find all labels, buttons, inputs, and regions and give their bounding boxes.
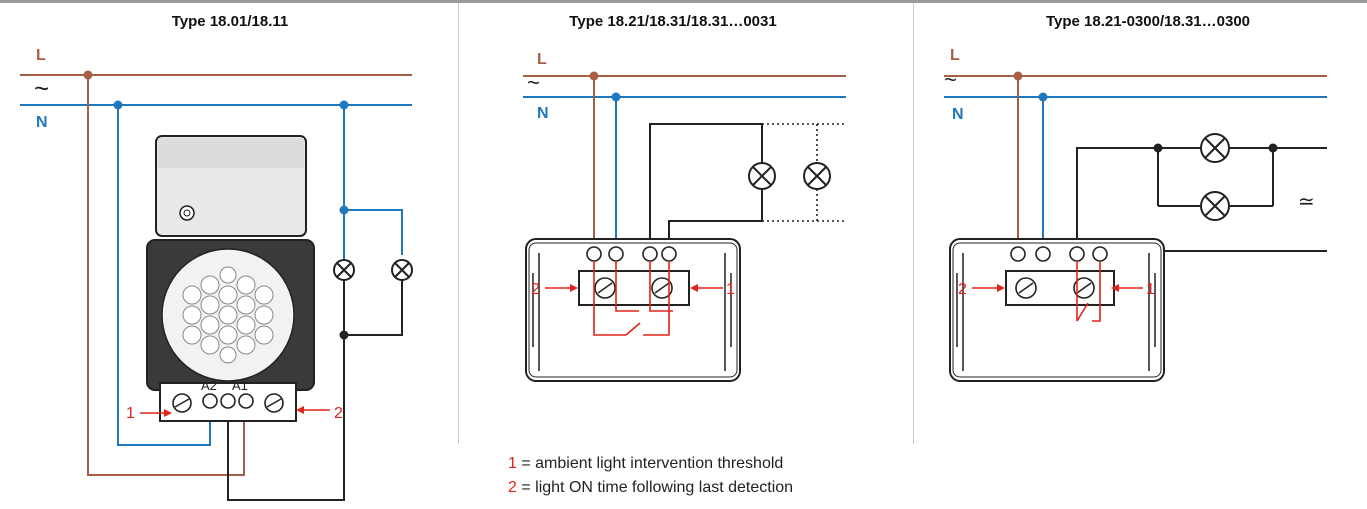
legend-number: 2 — [508, 479, 517, 496]
ac-symbol: ~ — [34, 73, 50, 103]
callout-number: 2 — [958, 281, 967, 298]
lamp-icon — [1200, 133, 1230, 163]
legend-text: = ambient light intervention threshold — [516, 455, 784, 472]
line-label: L — [950, 47, 960, 64]
callout-number: 2 — [334, 405, 343, 422]
legend-item: 1 = ambient light intervention threshold — [508, 455, 783, 473]
panel-title: Type 18.01/18.11 — [171, 13, 289, 30]
load-wire — [1076, 147, 1327, 246]
panel-separator — [913, 3, 914, 444]
arrow-head-icon — [164, 409, 172, 417]
neutral-label: N — [36, 114, 48, 131]
wiring-diagram-1: A2 A1 1 2 — [20, 70, 413, 501]
load-junction — [339, 330, 349, 340]
terminal-icon — [642, 246, 658, 262]
arrow-head-icon — [296, 406, 304, 414]
panel-title: Type 18.21/18.31/18.31…0031 — [569, 13, 777, 30]
terminal-icon — [220, 393, 236, 409]
wiring-diagram-2: 2 1 — [523, 71, 846, 382]
neutral-label: N — [952, 106, 964, 123]
line-junction — [83, 70, 93, 80]
line-label: L — [36, 47, 46, 64]
callout-number: 1 — [126, 405, 135, 422]
neutral-junction — [113, 100, 123, 110]
legend-number: 1 — [508, 455, 517, 472]
load-wire — [227, 279, 345, 501]
relay-wire — [615, 261, 639, 312]
terminal-icon — [661, 246, 677, 262]
line-label: L — [537, 51, 547, 68]
lamp-neutral-branch — [344, 209, 403, 255]
sensor-device — [146, 135, 315, 422]
panel-type-18-21-0300: Type 18.21-0300/18.31…0300 L ~ N ≃ — [914, 3, 1367, 509]
panel-separator — [458, 3, 459, 444]
neutral-junction — [611, 92, 621, 102]
terminal-icon — [202, 393, 218, 409]
lamp-icon — [333, 259, 355, 281]
sensor-device — [949, 238, 1165, 382]
neutral-junction-2 — [339, 100, 349, 110]
load-wire-2 — [344, 279, 403, 336]
terminal-label: A2 — [201, 378, 217, 393]
panel-title: Type 18.21-0300/18.31…0300 — [1045, 13, 1251, 30]
callout-number: 1 — [726, 281, 735, 298]
relay-wire — [1092, 261, 1101, 322]
terminal-icon — [1092, 246, 1108, 262]
callout-number: 2 — [531, 281, 540, 298]
load-junction — [1268, 143, 1278, 153]
arrow-head-icon — [570, 284, 578, 292]
ac-symbol: ~ — [944, 67, 957, 92]
relay-contact — [625, 322, 641, 336]
neutral-label: N — [537, 105, 549, 122]
top-rule — [0, 0, 1367, 3]
arrow-head-icon — [997, 284, 1005, 292]
terminal-icon — [238, 393, 254, 409]
load-junction — [1153, 143, 1163, 153]
callout-number: 1 — [1146, 281, 1155, 298]
line-junction — [589, 71, 599, 81]
supply-symbol: ≃ — [1298, 191, 1315, 213]
line-junction — [1013, 71, 1023, 81]
relay-wire — [593, 261, 626, 336]
wiring-diagram-3: 2 1 — [944, 71, 1327, 382]
screw-icon — [179, 205, 195, 221]
load-wire — [649, 123, 763, 246]
lamp-icon — [803, 162, 831, 190]
legend-item: 2 = light ON time following last detecti… — [508, 479, 793, 497]
line-feed-wire — [87, 75, 245, 476]
terminal-icon — [1035, 246, 1051, 262]
lamp-icon — [1200, 191, 1230, 221]
relay-contact — [1076, 302, 1089, 322]
panel-type-18-21: Type 18.21/18.31/18.31…0031 L ~ N — [459, 3, 913, 509]
legend-text: = light ON time following last detection — [516, 479, 794, 496]
neutral-junction — [1038, 92, 1048, 102]
sensor-device — [525, 238, 741, 382]
arrow-head-icon — [1111, 284, 1119, 292]
terminal-icon — [608, 246, 624, 262]
arrow-head-icon — [690, 284, 698, 292]
load-return-wire — [668, 189, 763, 246]
relay-wire — [649, 261, 673, 312]
relay-wire — [643, 261, 670, 336]
neutral-junction-3 — [339, 205, 349, 215]
terminal-icon — [1010, 246, 1026, 262]
terminal-icon — [1069, 246, 1085, 262]
lamp-icon — [391, 259, 413, 281]
neutral-feed-wire — [117, 105, 211, 446]
lamp-icon — [748, 162, 776, 190]
terminal-label: A1 — [232, 378, 248, 393]
panel-type-18-01: Type 18.01/18.11 L ~ N — [0, 3, 458, 509]
terminal-icon — [586, 246, 602, 262]
